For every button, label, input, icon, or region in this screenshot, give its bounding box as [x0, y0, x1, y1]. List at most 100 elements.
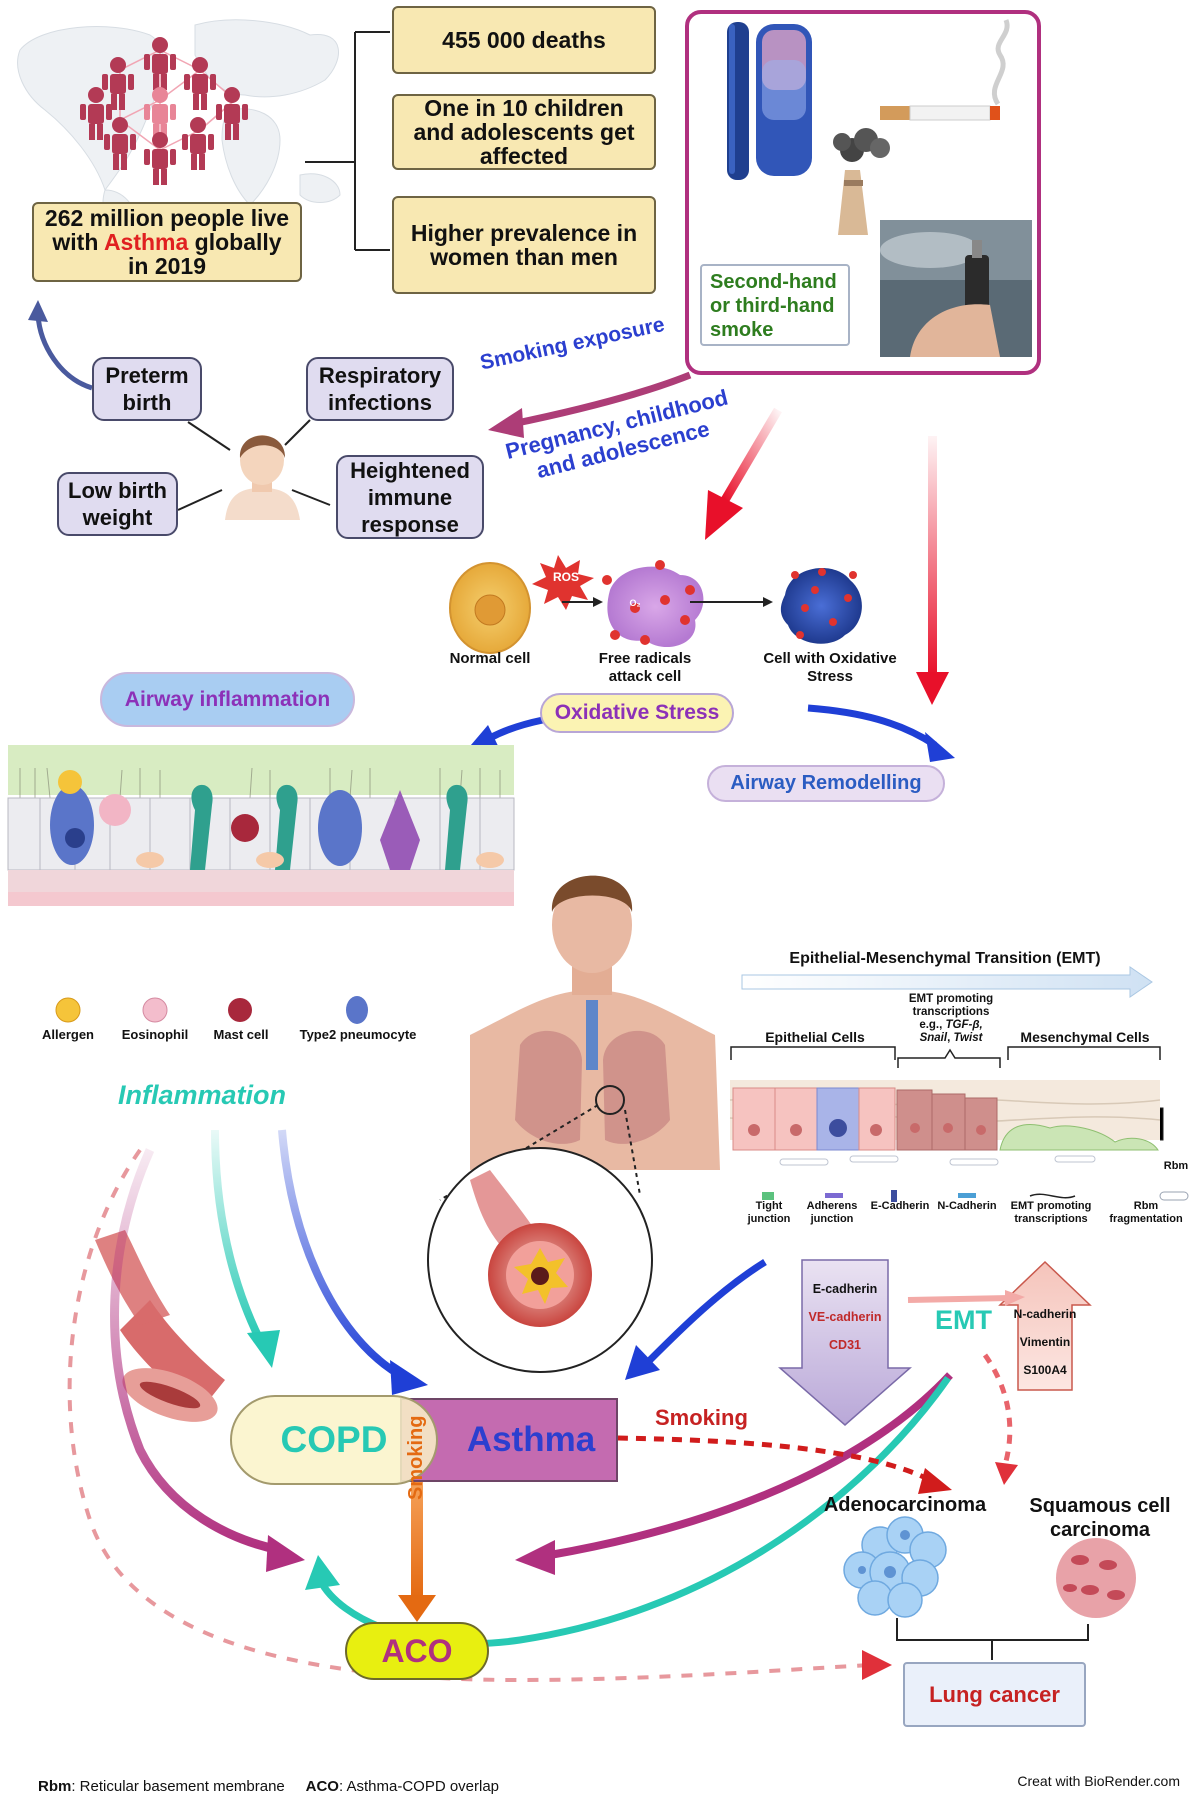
- adenocarcinoma-cell-cluster-icon: [843, 1516, 947, 1618]
- emt-title: Epithelial-Mesenchymal Transition (EMT): [760, 950, 1130, 968]
- oxidative-stress-text: Oxidative Stress: [554, 701, 720, 724]
- prevalence-text-pre: 262 million people live with: [44, 205, 290, 255]
- children-box: One in 10 children and adolescents get a…: [392, 94, 656, 170]
- bronchus-tube-illustration: [95, 1230, 225, 1422]
- airway-cross-section-illustration: [427, 1147, 653, 1373]
- magenta-arrowhead-aco-2: [515, 1540, 555, 1575]
- smoking-text: Smoking: [655, 1405, 748, 1430]
- immune-text: Heightened immune response: [350, 457, 470, 537]
- airway-inflammation-pill: Airway inflammation: [100, 672, 355, 727]
- vimentin-text: Vimentin: [1019, 1335, 1071, 1349]
- emt-direction-arrow: [741, 966, 1153, 998]
- footnote-rbm-text: : Reticular basement membrane: [71, 1778, 285, 1795]
- o2-text: O₂: [629, 598, 641, 608]
- ros-text: ROS: [552, 570, 579, 584]
- teal-arrowhead-aco-2: [305, 1555, 340, 1590]
- low-birth-weight-box: Low birth weight: [57, 472, 178, 536]
- eosinophil-icon: [142, 997, 168, 1023]
- mesenchymal-cells-label: Mesenchymal Cells: [1010, 1030, 1160, 1044]
- copd-box: COPD: [230, 1395, 438, 1485]
- emt-transition-arrow: [907, 1290, 1025, 1306]
- teal-arrowhead-copd: [247, 1330, 280, 1368]
- emt-eg-text: e.g.,: [919, 1019, 946, 1031]
- emt-up-list: N-cadherin Vimentin S100A4: [1014, 1300, 1077, 1384]
- legend-emt-text: EMT promoting transcriptions: [1010, 1200, 1092, 1225]
- allergen-icon: [55, 997, 81, 1023]
- adenocarcinoma-text: Adenocarcinoma: [823, 1494, 987, 1516]
- blue-arrowhead-asthma: [390, 1360, 428, 1395]
- emt-tgf-text: TGF-β,: [945, 1019, 983, 1031]
- footnote-rbm-key: Rbm: [38, 1778, 72, 1795]
- emt-to-squamous-dashed: [982, 1353, 1018, 1485]
- airway-epithelium-illustration: [7, 745, 515, 906]
- cd31-text: CD31: [829, 1338, 861, 1352]
- eosinophil-label: Eosinophil: [105, 1028, 205, 1042]
- women-box: Higher prevalence in women than men: [392, 196, 656, 294]
- legend-tight-text: Tight junction: [747, 1200, 791, 1225]
- legend-n-cadherin: N-Cadherin: [931, 1200, 1003, 1213]
- emt-twist-text: Twist: [953, 1032, 983, 1044]
- red-arrowhead-lungcancer: [862, 1650, 892, 1680]
- prevalence-box: 262 million people live with Asthma glob…: [32, 202, 302, 282]
- smoking-dashed-label: Smoking: [655, 1405, 775, 1431]
- deaths-text: 455 000 deaths: [442, 27, 606, 53]
- footnote-aco-text: : Asthma-COPD overlap: [338, 1778, 500, 1795]
- factory-chimney-icon: [833, 128, 890, 235]
- free-radicals-text: Free radicals attack cell: [598, 650, 692, 685]
- footnote-aco-key: ACO: [305, 1778, 339, 1795]
- legend-tight-junction: Tight junction: [735, 1200, 803, 1226]
- arrow-to-airway-remodelling: [807, 704, 955, 762]
- type2-text: Type2 pneumocyte: [299, 1027, 417, 1042]
- legend-e-cadherin: E-Cadherin: [865, 1200, 935, 1213]
- asthma-smoking-dashed: [617, 1435, 952, 1494]
- mesenchymal-text: Mesenchymal Cells: [1020, 1029, 1150, 1045]
- s100a4-text: S100A4: [1023, 1363, 1067, 1377]
- oxidative-cell-icon: [780, 568, 862, 644]
- e-cadherin-text: E-cadherin: [812, 1282, 878, 1296]
- aco-pill: ACO: [345, 1622, 489, 1680]
- o2-label: O₂: [620, 598, 650, 608]
- emt-label: EMT: [935, 1305, 1005, 1336]
- allergen-label: Allergen: [28, 1028, 108, 1042]
- people-network-illustration: [80, 37, 248, 185]
- mast-cell-text: Mast cell: [213, 1027, 269, 1042]
- red-arrow-to-cell: [705, 407, 782, 540]
- normal-cell-icon: [449, 562, 531, 654]
- oxidative-cell-text: Cell with Oxidative Stress: [763, 650, 897, 685]
- second-hand-smoke-box: Second-hand or third-hand smoke: [700, 264, 850, 346]
- emt-to-asthma-blue-arrow: [625, 1259, 767, 1380]
- ve-cadherin-text: VE-cadherin: [808, 1310, 882, 1324]
- prevalence-text-post: globally in 2019: [128, 229, 282, 279]
- deaths-box: 455 000 deaths: [392, 6, 656, 74]
- legend-adherens-text: Adherens junction: [806, 1200, 858, 1225]
- preterm-text: Preterm birth: [105, 363, 189, 415]
- epithelial-text: Epithelial Cells: [765, 1029, 865, 1045]
- emt-legend-icons: [762, 1190, 1189, 1202]
- cancer-bracket: [896, 1618, 1089, 1660]
- inflammation-arrows: [67, 1129, 871, 1683]
- footnote: Rbm: Reticular basement membrane ACO: As…: [38, 1778, 738, 1795]
- squamous-text: Squamous cell carcinoma: [1029, 1495, 1171, 1541]
- lung-cancer-text: Lung cancer: [929, 1681, 1060, 1707]
- respiratory-text: Respiratory infections: [318, 363, 442, 415]
- legend-ecad-text: E-Cadherin: [870, 1200, 930, 1212]
- mast-cell-label: Mast cell: [198, 1028, 284, 1042]
- emt-snail-text: Snail: [919, 1032, 948, 1044]
- inflammation-text: Inflammation: [118, 1080, 287, 1110]
- rbm-side-text: Rbm: [1163, 1160, 1189, 1172]
- credit-text: Creat with BioRender.com: [960, 1773, 1180, 1789]
- oxidative-cell-label: Cell with Oxidative Stress: [760, 650, 900, 686]
- asthma-text: Asthma: [466, 1420, 596, 1459]
- legend-emt-promoting: EMT promoting transcriptions: [1001, 1200, 1101, 1226]
- emt-promoting-label: EMT promoting transcriptions e.g., TGF-β…: [908, 993, 994, 1044]
- type2-label: Type2 pneumocyte: [283, 1028, 433, 1042]
- squamous-label: Squamous cell carcinoma: [1020, 1494, 1180, 1542]
- epithelial-cells-label: Epithelial Cells: [740, 1030, 890, 1044]
- vaping-photo: [880, 220, 1032, 357]
- low-birth-text: Low birth weight: [68, 478, 167, 530]
- smoke-sources-frame: [685, 10, 1041, 375]
- emt-title-text: Epithelial-Mesenchymal Transition (EMT): [789, 950, 1101, 967]
- ros-burst-icon: [532, 555, 594, 610]
- airway-inflammation-text: Airway inflammation: [124, 687, 331, 711]
- mast-cell-icon: [228, 998, 252, 1022]
